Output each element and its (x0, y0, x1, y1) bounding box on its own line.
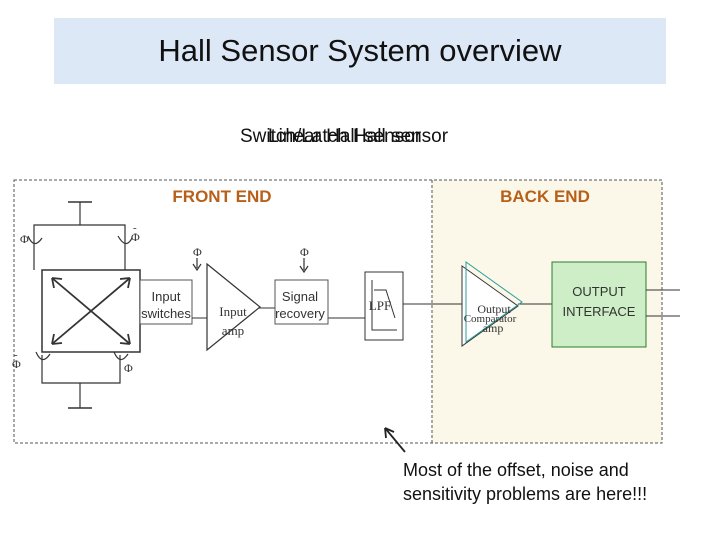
output-amp-triangle (461, 265, 519, 347)
top-switch-rail (33, 224, 126, 240)
output-interface-block (551, 261, 647, 348)
phase-label: Φ (20, 232, 29, 246)
title-box: Hall Sensor System overview (54, 18, 666, 84)
back-end-label: BACK END (500, 187, 590, 206)
annotation-arrow (384, 427, 406, 453)
front-end-label: FRONT END (172, 187, 271, 206)
switch-arc (113, 351, 129, 361)
input-amp-label-line1: Input (219, 304, 247, 319)
input-switches-block (139, 279, 193, 325)
arrow-head (51, 277, 63, 289)
lpf-label: LPF (369, 298, 391, 313)
input-switches-label-line1: Input (152, 289, 181, 304)
system-frame (13, 179, 663, 444)
input-amp-triangle (206, 262, 261, 352)
signal-recovery-label-line1: Signal (282, 289, 318, 304)
input-amp-label-line2: amp (222, 323, 244, 338)
phase-arrow-head (299, 265, 309, 274)
lpf-block (364, 271, 404, 341)
comparator-label: Comparator (464, 313, 517, 325)
arrow-head (51, 333, 63, 345)
phase-label: Φ (12, 357, 21, 371)
arrow-head (119, 277, 131, 289)
phase-bar: - (133, 222, 137, 234)
switch-arc (117, 235, 133, 245)
phase-label: Φ (124, 361, 133, 375)
subtitle-switch-latch: Switch/Latch Hall sensor (240, 126, 449, 147)
output-interface-label-line2: INTERFACE (563, 304, 636, 319)
bottom-switch-rail (41, 355, 121, 384)
lpf-response (374, 289, 396, 319)
subtitle-linear: Linear Hall sensor (268, 126, 422, 147)
switch-arc (35, 351, 51, 361)
annotation-note: Most of the offset, noise and sensitivit… (403, 458, 703, 506)
switch-arc (27, 235, 43, 245)
signal-recovery-block (274, 279, 329, 325)
signal-recovery-label-line2: recovery (275, 306, 325, 321)
output-amp-label-line1: Output (477, 302, 511, 316)
annotation-line1: Most of the offset, noise and (403, 460, 629, 480)
phase-arrow-head (192, 263, 202, 272)
output-interface-label-line1: OUTPUT (572, 284, 626, 299)
phase-label: Φ (300, 245, 309, 259)
comparator-triangle (465, 261, 523, 343)
arrow-head (119, 333, 131, 345)
lpf-axes (371, 280, 397, 331)
phase-label: Φ (193, 245, 202, 259)
phase-bar: - (14, 349, 18, 361)
output-amp-label-line2: amp (483, 321, 504, 335)
slide-title: Hall Sensor System overview (158, 33, 562, 68)
phase-label: Φ (131, 230, 140, 244)
hall-plate-diagonal (51, 277, 131, 345)
input-switches-label-line2: switches (141, 306, 191, 321)
annotation-arrow-head (384, 427, 395, 439)
annotation-line2: sensitivity problems are here!!! (403, 484, 648, 504)
